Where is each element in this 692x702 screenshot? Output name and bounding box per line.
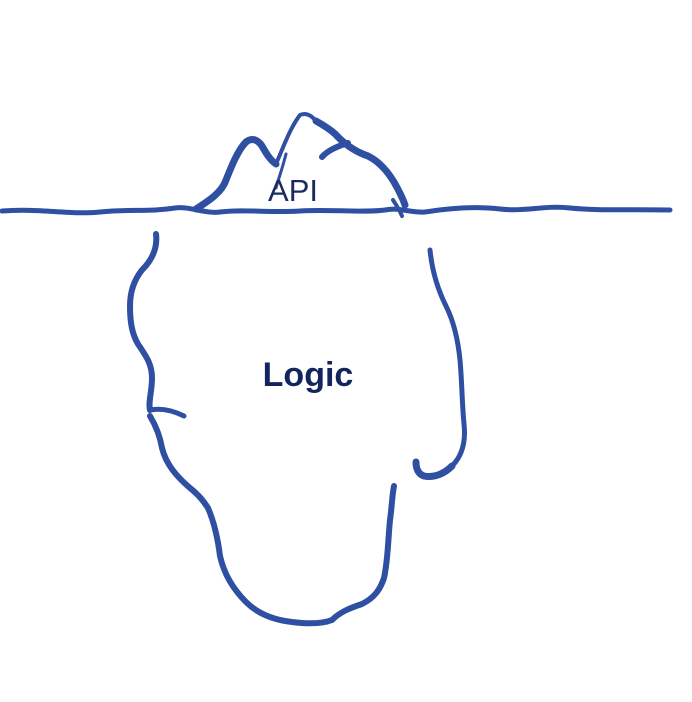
iceberg-tip-crack: [274, 152, 288, 190]
iceberg-tip-peak: [312, 117, 409, 209]
iceberg-body-left-upper: [127, 231, 160, 413]
iceberg-tip-notch: [319, 140, 351, 160]
api-label: API: [268, 173, 318, 208]
iceberg-tip-right-base: [391, 198, 404, 218]
iceberg-tip-outline: [192, 135, 280, 213]
iceberg-body-bottom-left: [205, 505, 335, 627]
iceberg-body-bottom-right: [329, 483, 397, 623]
logic-label: Logic: [263, 356, 354, 394]
waterline: [0, 204, 673, 216]
iceberg-body-left-notch: [147, 406, 187, 419]
iceberg-body-right-hook: [412, 458, 456, 480]
iceberg-body-left-lower: [147, 413, 211, 511]
iceberg-tip-inner-ridge: [274, 111, 318, 166]
iceberg-body-right-upper: [427, 247, 467, 469]
